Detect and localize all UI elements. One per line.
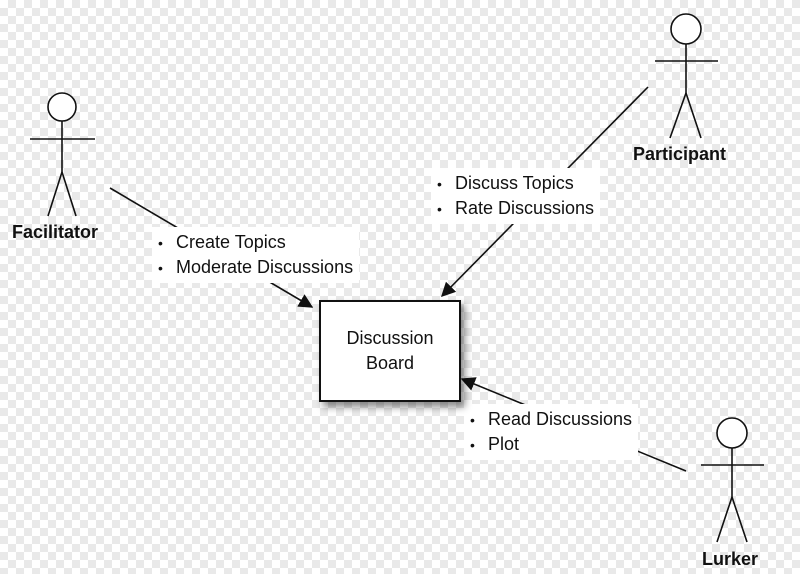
- facilitator-label: Facilitator: [12, 222, 99, 242]
- facilitator-stick-figure-icon: [30, 92, 95, 217]
- discussion-board-box: Discussion Board: [319, 300, 461, 402]
- participant-actions: •Discuss Topics •Rate Discussions: [431, 168, 601, 224]
- list-item: •Plot: [470, 434, 520, 454]
- list-item: •Read Discussions: [470, 409, 633, 429]
- list-item: •Moderate Discussions: [158, 257, 354, 277]
- list-item: •Create Topics: [158, 232, 286, 252]
- participant-label: Participant: [633, 144, 727, 164]
- board-title-line-1: Discussion: [346, 328, 434, 348]
- list-item: •Rate Discussions: [437, 198, 595, 218]
- lurker-stick-figure-icon: [701, 417, 764, 543]
- facilitator-actions: •Create Topics •Moderate Discussions: [152, 227, 360, 283]
- participant-stick-figure-icon: [655, 13, 718, 139]
- lurker-actions: •Read Discussions •Plot: [464, 404, 639, 460]
- lurker-label: Lurker: [702, 549, 759, 569]
- list-item: •Discuss Topics: [437, 173, 574, 193]
- board-title-line-2: Board: [365, 353, 415, 373]
